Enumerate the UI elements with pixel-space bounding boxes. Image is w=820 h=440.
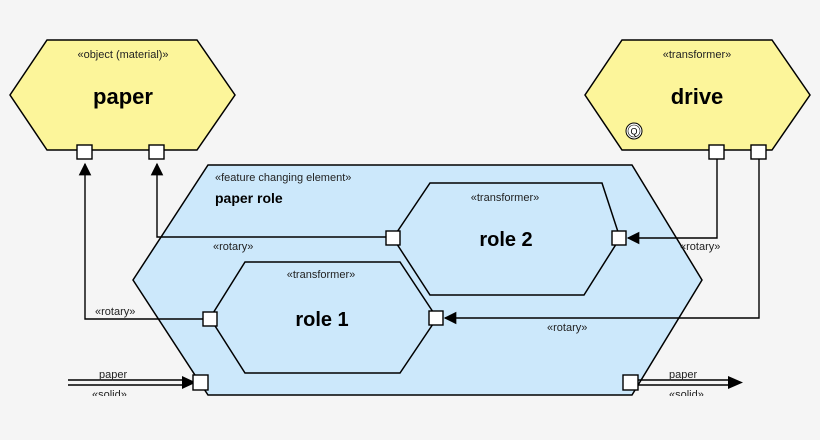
rotary-label-drive-role2: «rotary»	[680, 241, 720, 253]
role-2-port-right[interactable]	[611, 230, 627, 246]
paper-port-right[interactable]	[148, 144, 165, 160]
role-1-port-left[interactable]	[202, 311, 218, 327]
rotary-flow-drive-to-role2[interactable]	[626, 158, 718, 245]
drive-name: drive	[671, 84, 724, 109]
paper-input-arrowhead	[182, 376, 196, 389]
rotary-label-paper-role: «rotary»	[213, 241, 253, 253]
role-2-stereotype: «transformer»	[471, 192, 539, 204]
drive-port-right[interactable]	[750, 144, 767, 160]
paper-object-shape[interactable]	[9, 39, 236, 151]
role-2-port-left[interactable]	[385, 230, 401, 246]
paper-port-left[interactable]	[76, 144, 93, 160]
rotary-flow-role2-to-paper[interactable]	[150, 162, 392, 238]
paper-role-port-in[interactable]	[192, 374, 209, 391]
drive-port-left[interactable]	[708, 144, 725, 160]
drive-stereotype: «transformer»	[663, 49, 731, 61]
paper-role-stereotype: «feature changing element»	[215, 172, 351, 184]
role-1-port-right[interactable]	[428, 310, 444, 326]
q-icon-text: Q	[630, 127, 637, 137]
paper-name: paper	[93, 84, 153, 109]
rotary-flow-drive-to-role1[interactable]	[443, 158, 760, 325]
paper-input-label: paper	[99, 369, 127, 381]
paper-role-name: paper role	[215, 190, 283, 206]
paper-output-label: paper	[669, 369, 697, 381]
paper-role-port-out[interactable]	[622, 374, 639, 391]
rotary-label-drive-role1: «rotary»	[547, 322, 587, 334]
drive-transformer-shape[interactable]	[584, 39, 811, 151]
role-1-name: role 1	[295, 309, 348, 331]
rotary-label-role1-paper: «rotary»	[95, 306, 135, 318]
role-2-name: role 2	[479, 229, 532, 251]
paper-output-arrowhead	[728, 376, 743, 389]
q-circle-icon: Q	[625, 122, 643, 140]
bottom-crop-strip	[0, 396, 820, 440]
role-1-stereotype: «transformer»	[287, 269, 355, 281]
paper-stereotype: «object (material)»	[77, 49, 168, 61]
rotary-flow-role1-to-paper[interactable]	[78, 162, 209, 320]
